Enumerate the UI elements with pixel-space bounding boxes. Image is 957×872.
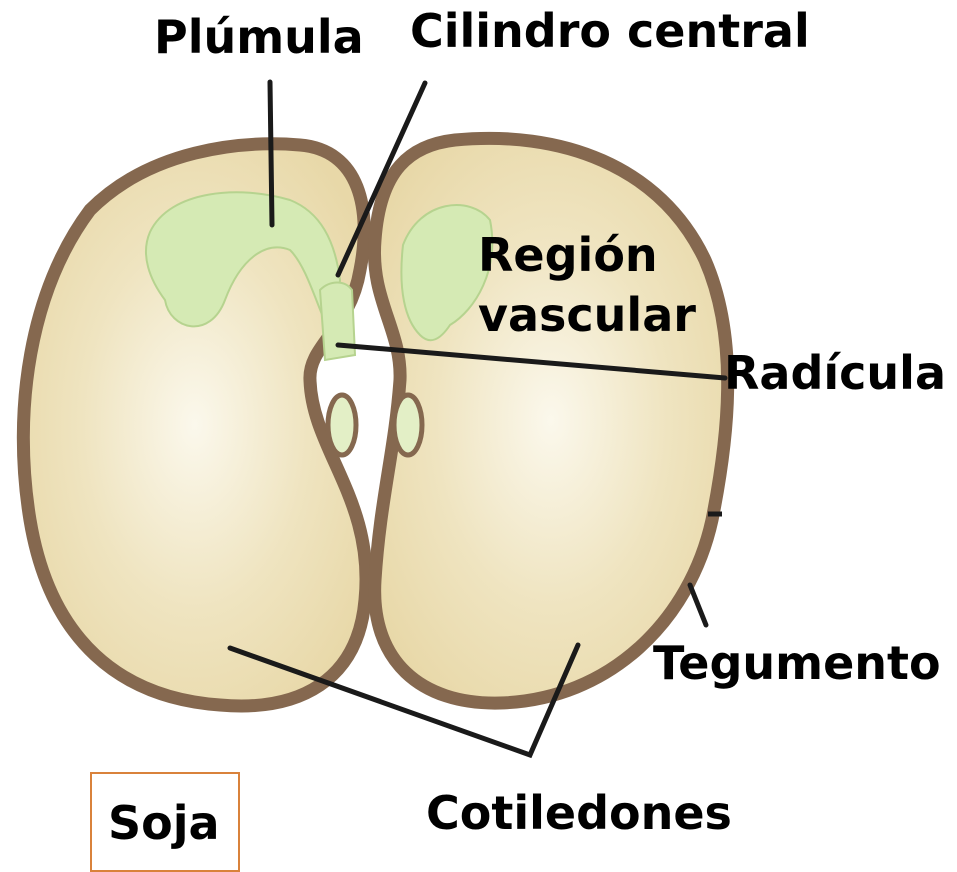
soja-label: Soja: [108, 800, 220, 846]
radicula-left-shape: [328, 395, 356, 455]
tegumento-label: Tegumento: [653, 640, 941, 686]
cilindro-central-label: Cilindro central: [410, 8, 810, 54]
radicula-right-shape: [394, 395, 422, 455]
plumula-leader: [270, 82, 272, 225]
region-vascular-label-line1: Región: [478, 232, 658, 278]
region-vascular-label-line2: vascular: [478, 292, 696, 338]
tegumento-leader: [690, 585, 706, 625]
cotiledones-label: Cotiledones: [426, 790, 732, 836]
radicula-label: Radícula: [724, 350, 946, 396]
plumula-label: Plúmula: [154, 14, 364, 60]
